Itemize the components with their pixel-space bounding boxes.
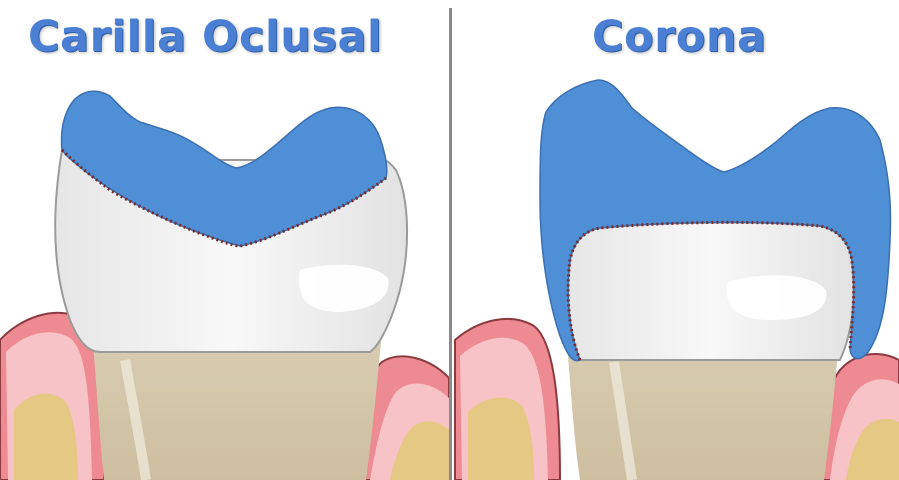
gum-left-side-2 — [455, 319, 560, 480]
panel-divider — [449, 8, 452, 480]
right-panel — [455, 80, 899, 480]
left-panel — [0, 91, 449, 480]
